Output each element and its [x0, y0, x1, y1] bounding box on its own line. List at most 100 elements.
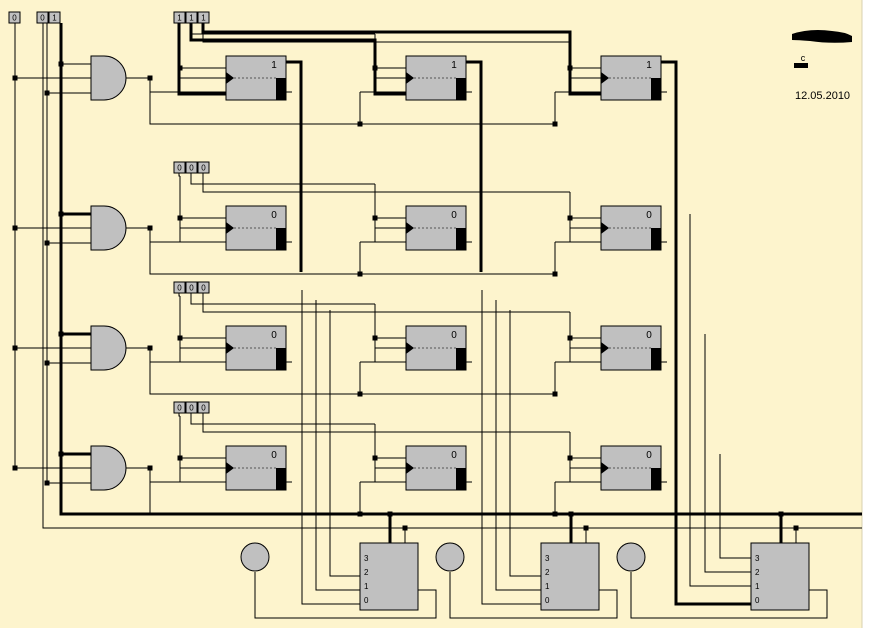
output-lamp-2 [435, 542, 465, 572]
wire [719, 454, 751, 559]
junction-dot [44, 480, 50, 486]
junction-dot [357, 271, 363, 277]
wire-layer [14, 23, 862, 619]
junction-dot [567, 65, 573, 71]
flipflop-q-bar [651, 78, 661, 100]
mux-input-label: 0 [755, 596, 760, 605]
clock-triangle [406, 72, 414, 84]
junction-dot [402, 525, 408, 531]
mux-input-label: 0 [545, 596, 550, 605]
mux-input-label: 2 [755, 568, 760, 577]
junction-dot [58, 331, 64, 337]
junction-dot [567, 335, 573, 341]
junction-dot [12, 225, 18, 231]
clock-triangle [406, 342, 414, 354]
flipflop-q-bar [276, 348, 286, 370]
junction-dot [147, 75, 153, 81]
clock-triangle [226, 462, 234, 474]
row4-switch-1[interactable] [185, 401, 198, 414]
flipflop-value: 0 [451, 210, 457, 221]
row4-switch-0[interactable] [173, 401, 186, 414]
row3-switch-1[interactable] [185, 281, 198, 294]
wire [149, 468, 555, 515]
wire [42, 23, 862, 529]
author-initial: c [801, 53, 806, 63]
clock-triangle [226, 72, 234, 84]
wire [59, 23, 862, 516]
junction-dot [147, 465, 153, 471]
wire [283, 60, 303, 272]
flipflop-q-bar [651, 228, 661, 250]
wire [202, 293, 570, 313]
row4-switch-label: 0 [189, 404, 194, 413]
junction-dot [357, 391, 363, 397]
row2-switch-2[interactable] [197, 161, 210, 174]
wire [329, 310, 360, 577]
junction-layer [12, 61, 799, 531]
mux-input-label: 3 [755, 554, 760, 563]
junction-dot [372, 65, 378, 71]
wire [202, 173, 570, 193]
row3-switch-label: 0 [177, 284, 182, 293]
clock-triangle [601, 342, 609, 354]
flipflop-value: 1 [646, 60, 652, 71]
wire [149, 228, 555, 275]
flipflop-value: 0 [451, 450, 457, 461]
mux-input-label: 3 [364, 554, 369, 563]
wire [704, 334, 751, 573]
wire [149, 348, 555, 395]
junction-dot [372, 215, 378, 221]
row1-switch-1[interactable] [185, 11, 198, 24]
wire [202, 413, 570, 433]
mux-input-label: 1 [364, 582, 369, 591]
row1-switch-0[interactable] [173, 11, 186, 24]
row1-switch-label: 1 [201, 14, 206, 23]
junction-dot [147, 225, 153, 231]
junction-dot [567, 215, 573, 221]
wire [658, 60, 751, 606]
clock-triangle [601, 222, 609, 234]
and-gate [90, 205, 127, 251]
flipflop-q-bar [276, 468, 286, 490]
and-gate [90, 445, 127, 491]
row2-switch-label: 0 [177, 164, 182, 173]
wire [463, 60, 483, 272]
flipflop-q-bar [456, 228, 466, 250]
input-switch-0[interactable] [8, 11, 21, 24]
junction-dot [372, 455, 378, 461]
and-gate [90, 55, 127, 101]
flipflop-value: 0 [271, 450, 277, 461]
row3-switch-0[interactable] [173, 281, 186, 294]
junction-dot [567, 455, 573, 461]
wire [315, 300, 360, 591]
mux-input-label: 3 [545, 554, 550, 563]
input-switch-2[interactable] [48, 11, 61, 24]
flipflop-q-bar [651, 348, 661, 370]
wire [449, 572, 618, 619]
junction-dot [552, 271, 558, 277]
row3-switch-label: 0 [201, 284, 206, 293]
junction-dot [44, 90, 50, 96]
row4-switch-label: 0 [201, 404, 206, 413]
junction-dot [147, 345, 153, 351]
row1-switch-label: 1 [189, 14, 194, 23]
row4-switch-2[interactable] [197, 401, 210, 414]
input-switch-label: 1 [52, 14, 57, 23]
mux-input-label: 2 [545, 568, 550, 577]
row2-switch-0[interactable] [173, 161, 186, 174]
junction-dot [793, 525, 799, 531]
wire [190, 173, 375, 185]
junction-dot [387, 511, 393, 517]
junction-dot [177, 215, 183, 221]
wire [189, 23, 406, 96]
flipflop-value: 0 [646, 330, 652, 341]
row1-switch-label: 1 [177, 14, 182, 23]
wire [630, 572, 828, 619]
mux-1 [359, 542, 419, 611]
input-switch-1[interactable] [36, 11, 49, 24]
clock-triangle [601, 72, 609, 84]
row2-switch-1[interactable] [185, 161, 198, 174]
row1-switch-2[interactable] [197, 11, 210, 24]
row3-switch-2[interactable] [197, 281, 210, 294]
